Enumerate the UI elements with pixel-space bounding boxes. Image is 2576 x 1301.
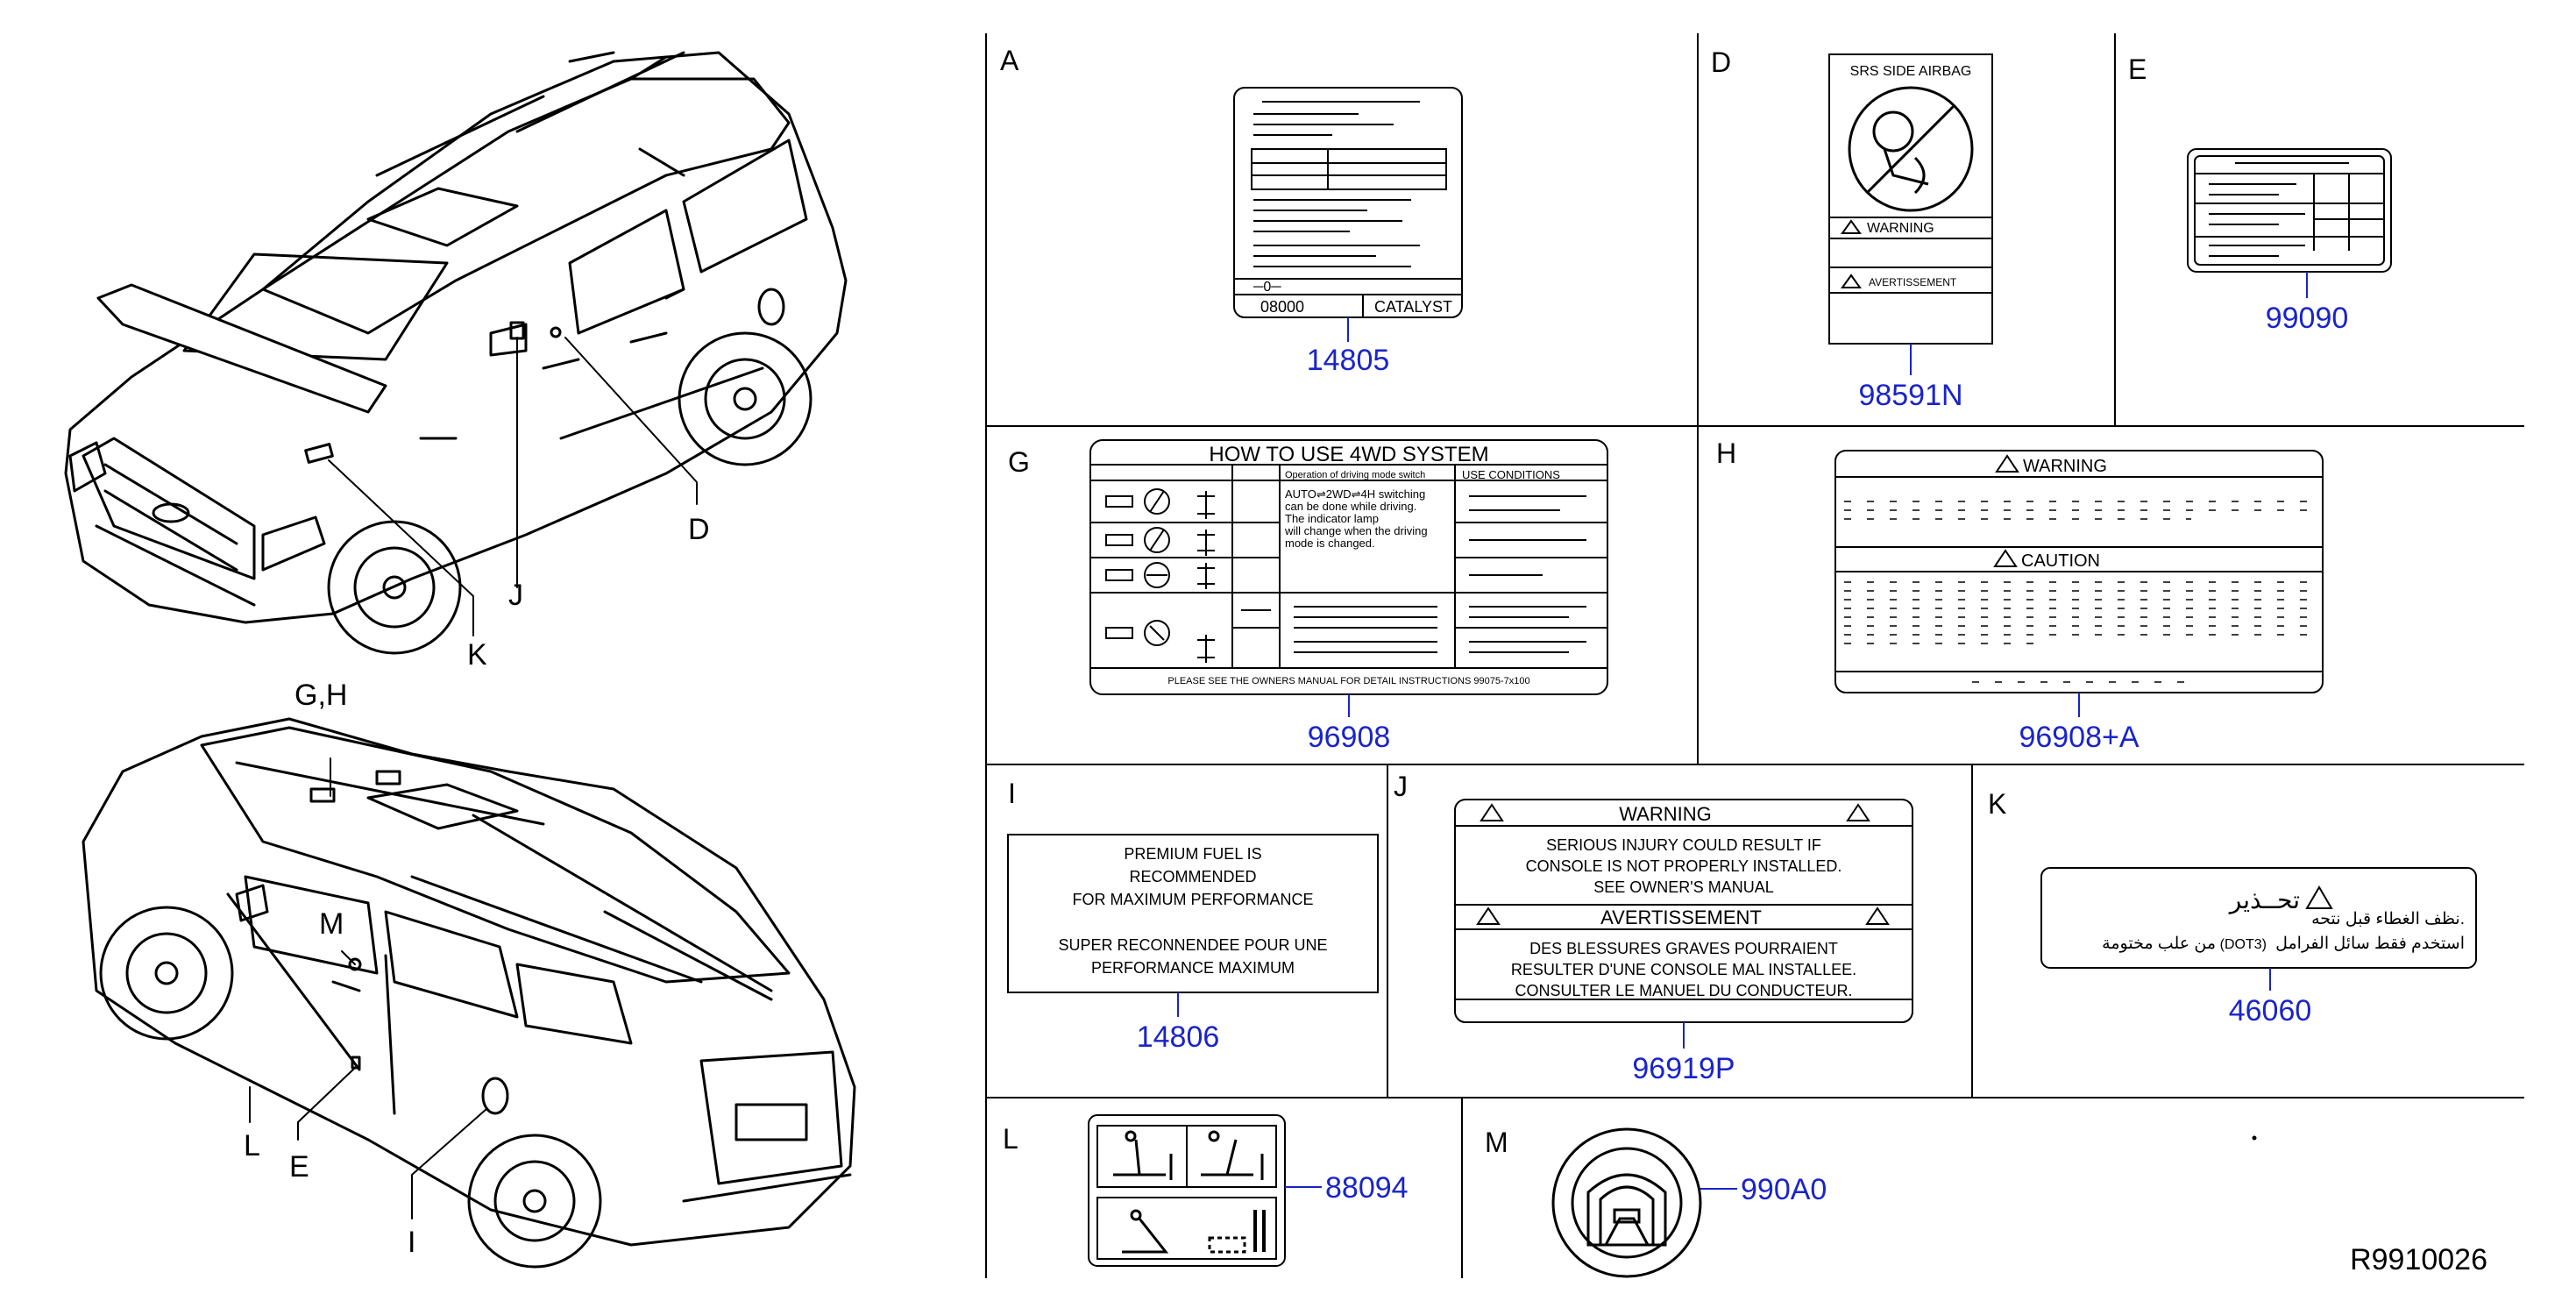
panel-letter: H xyxy=(1716,437,1736,469)
stray-dot xyxy=(2252,1135,2257,1141)
drivetrain-icons xyxy=(1197,491,1271,663)
dot-code: (DOT3) xyxy=(2220,937,2267,952)
title-arabic: تحــذير xyxy=(2228,886,2300,914)
callout-j: J xyxy=(508,579,523,612)
svg-text:─0─: ─0─ xyxy=(1253,280,1281,295)
panel-m: M 990A0 xyxy=(1485,1127,1827,1278)
svg-text:CONSOLE IS NOT PROPER: CONSOLE IS NOT PROPERLY INSTALLED. xyxy=(1526,857,1842,875)
svg-text:AUTO⇌2WD⇌4H switching: AUTO⇌2WD⇌4H switching xyxy=(1285,487,1425,501)
panel-letter: D xyxy=(1711,46,1731,78)
panel-letter: L xyxy=(1003,1123,1018,1155)
svg-text:RESULTER D'UNE CONSOLE: RESULTER D'UNE CONSOLE MAL INSTALLEE. xyxy=(1511,961,1856,978)
vehicle-top-illustration xyxy=(64,51,848,655)
svg-text:can be done while dri: can be done while driving. xyxy=(1285,500,1416,513)
part-number: 14805 xyxy=(1307,344,1390,377)
warning-heading: WARNING xyxy=(1619,803,1712,825)
svg-text:The indicator lamp: The indicator lamp xyxy=(1285,512,1379,525)
part-number: 96908+A xyxy=(2019,721,2139,754)
label-title: SRS SIDE AIRBAG xyxy=(1850,64,1972,79)
panel-letter: E xyxy=(2128,53,2147,85)
note-text: AUTO⇌2WD⇌4H switching can be done while … xyxy=(1284,487,1428,550)
callout-i: I xyxy=(408,1226,415,1259)
panel-k: K تحــذير نظف الغطاء قبل نتحه. استخدم فق… xyxy=(1988,788,2477,1027)
diagram-code: R9910026 xyxy=(2350,1243,2487,1276)
panel-j: J WARNING SERIOUS INJURY COULD RESULT IF… xyxy=(1394,771,1913,1085)
part-number: 98591N xyxy=(1858,379,1962,412)
svg-text:PREMIUM FUEL IS: PREMIUM FUEL IS xyxy=(1124,845,1261,863)
fuel-label-text: PREMIUM FUEL IS RECOMMENDED FOR MAXIMUM … xyxy=(1058,845,1327,977)
vehicle-bottom-callouts: G,H M L E I xyxy=(244,679,415,1259)
svg-text:PERFORMANCE MAXIMUM: PERFORMANCE MAXIMUM xyxy=(1091,959,1295,977)
line1-arabic: نظف الغطاء قبل نتحه. xyxy=(2311,910,2465,928)
caution-heading: CAUTION xyxy=(2021,551,2100,571)
switch-icons xyxy=(1105,488,1170,646)
panel-e: E 99090 xyxy=(2128,53,2392,335)
part-number: 96919P xyxy=(1632,1052,1735,1085)
seat-icons xyxy=(1113,1130,1266,1254)
svg-text:RECOMMENDED: RECOMMENDED xyxy=(1129,868,1256,885)
part-number: 46060 xyxy=(2229,994,2312,1027)
catalyst-label: CATALYST xyxy=(1374,298,1452,316)
col-operation: Operation of driving mode switch xyxy=(1285,470,1425,480)
avertissement-heading: AVERTISSEMENT xyxy=(1600,906,1762,928)
panel-letter: I xyxy=(1008,778,1016,809)
warning-heading: WARNING xyxy=(2023,457,2107,476)
svg-text:mode is changed.: mode is changed. xyxy=(1285,537,1375,550)
svg-text:FOR MAXIMUM PERFORMANCE: FOR MAXIMUM PERFORMANCE xyxy=(1072,891,1313,908)
svg-text:CONSULTER LE MANUEL D: CONSULTER LE MANUEL DU CONDUCTEUR. xyxy=(1515,982,1852,999)
callout-e: E xyxy=(289,1150,309,1184)
svg-text:DES BLESSURES GRAVES: DES BLESSURES GRAVES POURRAIENT xyxy=(1529,940,1838,957)
panel-d: D SRS SIDE AIRBAG WARNING AVERTISSEMENT … xyxy=(1711,46,1993,412)
svg-text:SEE OWNER'S MANUAL: SEE OWNER'S MANUAL xyxy=(1593,878,1773,896)
callout-d: D xyxy=(688,513,710,546)
warning-text: SERIOUS INJURY COULD RESULT IF CONSOLE I… xyxy=(1526,836,1842,896)
svg-text:SERIOUS INJURY COULD: SERIOUS INJURY COULD RESULT IF xyxy=(1546,836,1821,854)
part-number: 990A0 xyxy=(1741,1173,1827,1206)
footer-text: PLEASE SEE THE OWNERS MANUAL FOR DETAIL … xyxy=(1167,676,1529,686)
airbag-prohibition-icon xyxy=(1848,86,1974,212)
callout-gh: G,H xyxy=(295,679,347,712)
panel-letter: M xyxy=(1485,1127,1508,1158)
emission-code: 08000 xyxy=(1260,298,1304,316)
panel-letter: G xyxy=(1008,446,1030,478)
avertissement-text: DES BLESSURES GRAVES POURRAIENT RESULTER… xyxy=(1511,940,1856,999)
panel-grid xyxy=(985,33,2524,1278)
warning-heading: WARNING xyxy=(1867,221,1934,236)
part-number: 96908 xyxy=(1308,721,1391,754)
callout-l: L xyxy=(244,1129,260,1162)
panel-letter: A xyxy=(1000,45,1019,76)
panel-l: L 88094 xyxy=(1003,1114,1409,1267)
panel-letter: J xyxy=(1394,771,1408,802)
panel-h: H WARNING CAUTION 96908+A xyxy=(1716,437,2324,754)
part-number: 88094 xyxy=(1325,1171,1409,1205)
panel-g: G HOW TO USE 4WD SYSTEM Operation of dri… xyxy=(1008,439,1608,754)
line2b-arabic: من علب مختومة xyxy=(2102,935,2216,953)
part-number: 14806 xyxy=(1137,1020,1220,1054)
svg-text:SUPER RECONNENDEE POUR: SUPER RECONNENDEE POUR UNE xyxy=(1058,936,1327,954)
label-title: HOW TO USE 4WD SYSTEM xyxy=(1209,443,1488,466)
callout-k: K xyxy=(467,638,487,672)
round-label xyxy=(1551,1127,1702,1278)
callout-m: M xyxy=(319,907,344,941)
panel-i: I PREMIUM FUEL IS RECOMMENDED FOR MAXIMU… xyxy=(1007,778,1379,1054)
vehicle-top-callouts: D J K xyxy=(467,513,710,672)
avertissement-heading: AVERTISSEMENT xyxy=(1869,276,1957,288)
vehicle-bottom-illustration xyxy=(82,717,856,1269)
warning-triangle-icon xyxy=(2305,885,2333,909)
svg-text:will change when the: will change when the driving xyxy=(1284,524,1428,537)
part-number: 99090 xyxy=(2266,302,2349,335)
panel-letter: K xyxy=(1988,788,2006,820)
col-use-conditions: USE CONDITIONS xyxy=(1462,468,1560,481)
line2-arabic: استخدم فقط سائل الفرامل xyxy=(2275,935,2465,953)
panel-a: A ─0─ 08000 CATALYST 14805 xyxy=(1000,45,1463,377)
